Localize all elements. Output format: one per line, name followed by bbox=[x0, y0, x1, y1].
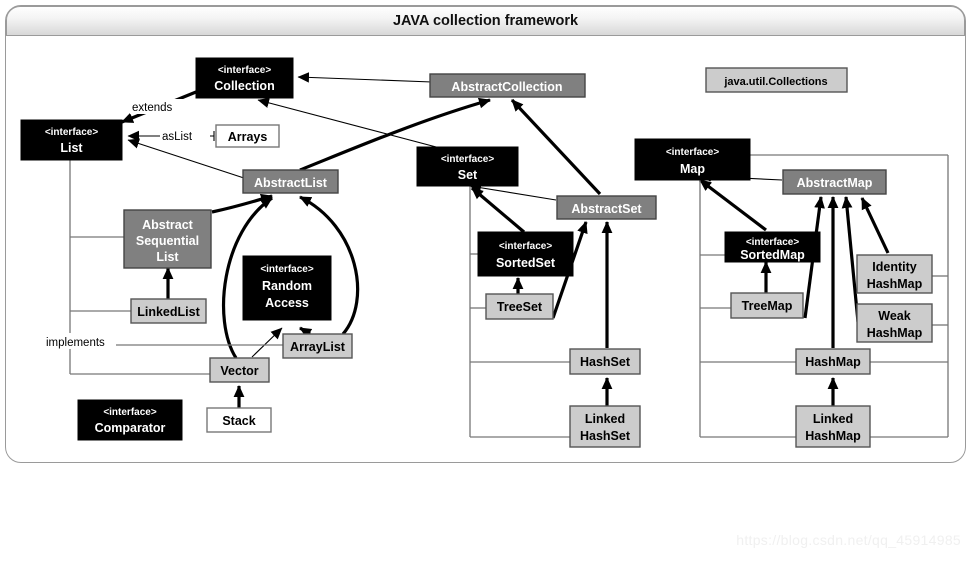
node-linkedhashmap-line2: HashMap bbox=[805, 429, 861, 443]
node-collection-tag: <interface> bbox=[218, 65, 272, 76]
node-collection-name: Collection bbox=[214, 79, 274, 93]
node-sortedmap-name: SortedMap bbox=[740, 248, 805, 262]
edge-arraylist-implements-randomaccess bbox=[299, 326, 313, 339]
node-hashmap[interactable]: HashMap bbox=[795, 348, 871, 375]
node-randomaccess-line1: Random bbox=[262, 279, 312, 293]
edge-identityhashmap-extends-abstractmap bbox=[860, 197, 890, 254]
node-comparator[interactable]: <interface> Comparator bbox=[77, 399, 183, 441]
node-java-util-collections[interactable]: java.util.Collections bbox=[705, 67, 848, 93]
node-treeset[interactable]: TreeSet bbox=[485, 293, 554, 320]
edge-abstractset-extends-abstractcollection bbox=[510, 98, 602, 196]
node-abstractsequentiallist[interactable]: Abstract Sequential List bbox=[123, 209, 212, 269]
node-randomaccess-tag: <interface> bbox=[260, 264, 314, 275]
node-arraylist[interactable]: ArrayList bbox=[282, 333, 353, 359]
node-linkedlist[interactable]: LinkedList bbox=[130, 298, 207, 324]
node-collectionsutil-name: java.util.Collections bbox=[723, 76, 827, 88]
node-abstractmap-name: AbstractMap bbox=[797, 176, 873, 190]
node-asl-line1: Abstract bbox=[142, 218, 194, 232]
node-sortedmap-tag: <interface> bbox=[746, 237, 800, 248]
node-treemap[interactable]: TreeMap bbox=[730, 292, 804, 319]
edge-vector-implements-randomaccess bbox=[251, 327, 283, 358]
node-linkedhashset-line2: HashSet bbox=[580, 429, 631, 443]
node-linkedhashmap[interactable]: Linked HashMap bbox=[795, 405, 871, 448]
node-hashset-name: HashSet bbox=[580, 355, 631, 369]
node-identityhashmap[interactable]: Identity HashMap bbox=[856, 254, 933, 294]
node-collection[interactable]: <interface> Collection bbox=[195, 57, 294, 99]
node-linkedhashmap-line1: Linked bbox=[813, 412, 853, 426]
node-arrays[interactable]: Arrays bbox=[215, 124, 280, 148]
label-implements: implements bbox=[46, 337, 105, 349]
edge-sortedset-extends-set bbox=[470, 186, 526, 234]
node-abstractset-name: AbstractSet bbox=[571, 202, 642, 216]
node-list[interactable]: <interface> List bbox=[20, 119, 123, 161]
edge-sortedmap-extends-map bbox=[699, 178, 767, 232]
node-list-name: List bbox=[60, 141, 83, 155]
node-map-name: Map bbox=[680, 162, 705, 176]
node-list-tag: <interface> bbox=[45, 127, 99, 138]
label-extends: extends bbox=[132, 102, 173, 114]
node-sortedmap[interactable]: <interface> SortedMap bbox=[724, 231, 821, 263]
node-linkedhashset-line1: Linked bbox=[585, 412, 625, 426]
node-identityhashmap-line1: Identity bbox=[872, 260, 916, 274]
node-weakhashmap-line1: Weak bbox=[878, 309, 910, 323]
label-aslist: asList bbox=[162, 131, 193, 143]
node-linkedlist-name: LinkedList bbox=[137, 305, 200, 319]
node-asl-line2: Sequential bbox=[136, 234, 199, 248]
edge-abstractcollection-implements-collection bbox=[297, 72, 433, 83]
edge-arraylist-extends-abstractlist bbox=[299, 195, 360, 336]
node-stack[interactable]: Stack bbox=[206, 407, 272, 433]
node-hashmap-name: HashMap bbox=[805, 355, 861, 369]
node-comparator-tag: <interface> bbox=[103, 407, 157, 418]
watermark-text: https://blog.csdn.net/qq_45914985 bbox=[736, 532, 961, 548]
node-abstractcollection[interactable]: AbstractCollection bbox=[429, 73, 586, 98]
node-map[interactable]: <interface> Map bbox=[634, 138, 751, 181]
node-sortedset-tag: <interface> bbox=[499, 241, 553, 252]
node-arraylist-name: ArrayList bbox=[290, 340, 346, 354]
edge-abstractsequentiallist-extends-abstractlist bbox=[211, 193, 273, 214]
node-vector[interactable]: Vector bbox=[209, 357, 270, 383]
node-weakhashmap-line2: HashMap bbox=[867, 326, 923, 340]
edge-weakhashmap-extends-abstractmap bbox=[841, 196, 860, 323]
edge-labels-group: extends asList implements bbox=[44, 99, 210, 349]
node-sortedset-name: SortedSet bbox=[496, 256, 556, 270]
node-linkedhashset[interactable]: Linked HashSet bbox=[569, 405, 641, 448]
edge-set-extends-collection bbox=[257, 97, 441, 149]
node-set-name: Set bbox=[458, 168, 478, 182]
node-comparator-name: Comparator bbox=[95, 421, 166, 435]
node-hashset[interactable]: HashSet bbox=[569, 348, 641, 375]
node-set-tag: <interface> bbox=[441, 154, 495, 165]
node-asl-line3: List bbox=[156, 250, 179, 264]
node-weakhashmap[interactable]: Weak HashMap bbox=[856, 303, 933, 343]
node-treeset-name: TreeSet bbox=[497, 300, 543, 314]
node-sortedset[interactable]: <interface> SortedSet bbox=[477, 231, 574, 277]
edge-vector-extends-abstractlist bbox=[221, 196, 273, 359]
node-arrays-name: Arrays bbox=[228, 130, 268, 144]
node-set[interactable]: <interface> Set bbox=[416, 146, 519, 187]
node-abstractlist[interactable]: AbstractList bbox=[242, 169, 339, 194]
node-stack-name: Stack bbox=[222, 414, 255, 428]
node-abstractlist-name: AbstractList bbox=[254, 176, 328, 190]
node-map-tag: <interface> bbox=[666, 147, 720, 158]
node-abstractset[interactable]: AbstractSet bbox=[556, 195, 657, 220]
node-randomaccess[interactable]: <interface> Random Access bbox=[242, 255, 332, 321]
page-title: JAVA collection framework bbox=[6, 6, 965, 36]
node-randomaccess-line2: Access bbox=[265, 296, 309, 310]
node-vector-name: Vector bbox=[220, 364, 258, 378]
node-abstractmap[interactable]: AbstractMap bbox=[782, 169, 887, 195]
node-abstractcollection-name: AbstractCollection bbox=[451, 80, 562, 94]
edge-abstractlist-implements-list bbox=[127, 138, 251, 181]
node-identityhashmap-line2: HashMap bbox=[867, 277, 923, 291]
node-treemap-name: TreeMap bbox=[742, 299, 793, 313]
edge-abstractset-implements-set bbox=[469, 182, 557, 201]
edge-abstractlist-extends-abstractcollection bbox=[299, 97, 491, 172]
